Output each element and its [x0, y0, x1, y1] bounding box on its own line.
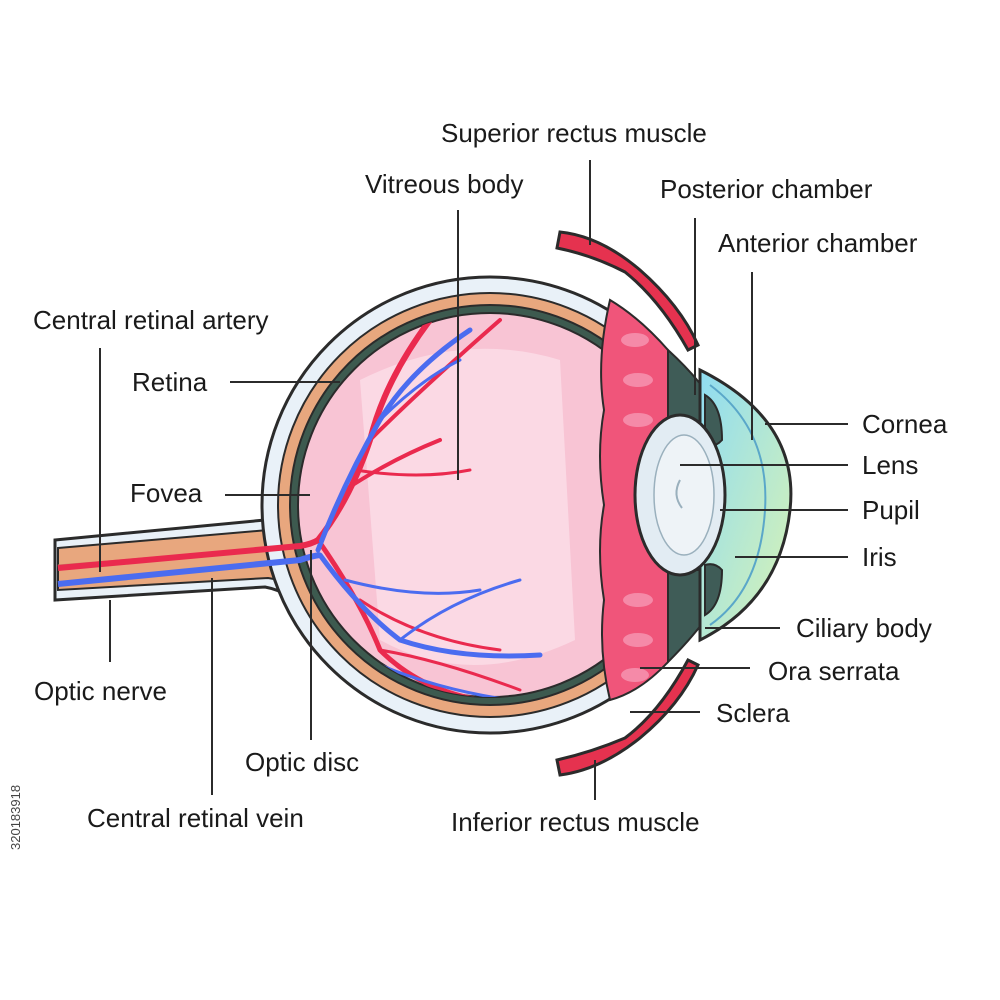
- label-ora-serrata: Ora serrata: [768, 656, 900, 686]
- label-pupil: Pupil: [862, 495, 920, 525]
- label-vitreous-body: Vitreous body: [365, 169, 524, 199]
- label-ciliary-body: Ciliary body: [796, 613, 932, 643]
- central-retinal-vein-vessel: [57, 552, 321, 587]
- inferior-rectus-muscle: [555, 658, 700, 777]
- retinal-vessels: [315, 317, 543, 697]
- stock-image-id: 320183918: [8, 784, 23, 850]
- label-optic-nerve: Optic nerve: [34, 676, 167, 706]
- label-inferior-rectus-muscle: Inferior rectus muscle: [451, 807, 700, 837]
- label-optic-disc: Optic disc: [245, 747, 360, 777]
- label-retina: Retina: [132, 367, 208, 397]
- central-retinal-artery-vessel: [57, 537, 320, 571]
- label-central-retinal-artery: Central retinal artery: [33, 305, 269, 335]
- label-lens: Lens: [862, 450, 919, 480]
- leader-lines: [99, 160, 848, 800]
- label-sclera: Sclera: [716, 698, 790, 728]
- label-iris: Iris: [862, 542, 897, 572]
- label-fovea: Fovea: [130, 478, 203, 508]
- superior-rectus-muscle: [555, 230, 700, 352]
- label-anterior-chamber: Anterior chamber: [718, 228, 918, 258]
- label-superior-rectus-muscle: Superior rectus muscle: [441, 118, 707, 148]
- label-posterior-chamber: Posterior chamber: [660, 174, 873, 204]
- iris-lower: [704, 563, 724, 617]
- label-cornea: Cornea: [862, 409, 948, 439]
- label-central-retinal-vein: Central retinal vein: [87, 803, 304, 833]
